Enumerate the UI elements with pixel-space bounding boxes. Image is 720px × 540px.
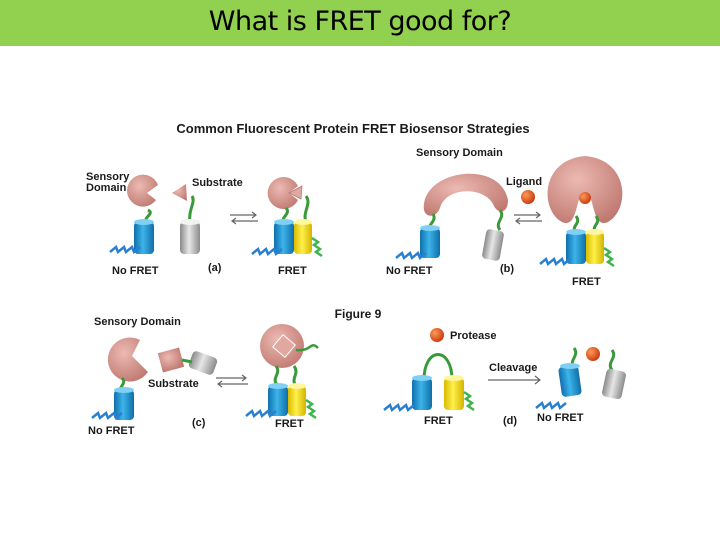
panel-d-right-state: No FRET [537,412,584,424]
panel-c-right-state: FRET [275,418,304,430]
panel-c-sensory-domain [107,337,148,382]
panel-b-sensory-label: Sensory Domain [416,147,503,159]
panel-d-protease-released [586,347,600,361]
panel-a-grey-protein [180,222,200,254]
panel-a-emission [311,236,323,258]
panel-d-left-state: FRET [424,415,453,427]
panel-b-yellow-protein [586,232,604,264]
panel-a-substrate-bound [288,185,303,200]
panel-d-cyan-protein-cleaved [558,365,582,397]
panel-b-cyan-protein-right [566,232,586,264]
panel-b-sensory-domain-closed [547,156,623,224]
panel-a-sensory-label-1: Sensory [86,171,130,183]
panel-a-sensory-domain [127,174,158,207]
panel-b-right-state: FRET [572,276,601,288]
panel-d-yellow-protein [444,378,464,410]
panel-a-right-state: FRET [278,265,307,277]
panel-c-sensory-label: Sensory Domain [94,316,181,328]
slide-title: What is FRET good for? [208,6,512,37]
panel-b-emission [603,246,615,268]
panel-d-letter: (d) [503,415,517,427]
panel-b-grey-protein [482,229,504,261]
panel-c-substrate-label: Substrate [148,378,199,390]
panel-a-excitation-left [109,244,141,255]
panel-c-yellow-protein [288,386,306,416]
panel-a-left-state: No FRET [112,265,159,277]
panel-b-cyan-protein-left [420,228,440,258]
panel-d-grey-protein [602,368,626,400]
panel-d: Protease FRET (d) Cleavage No FRET [383,328,626,427]
panel-c-substrate-bound [272,334,296,358]
panel-c-letter: (c) [192,417,206,429]
panel-d-protease [430,328,444,342]
panel-d-cleavage-label: Cleavage [489,362,537,374]
panel-b-ligand-label: Ligand [506,176,542,188]
panel-b: Sensory Domain Ligand No FRET (b) FRET [386,147,623,288]
panel-c-emission [305,398,317,420]
figure-heading: Common Fluorescent Protein FRET Biosenso… [176,121,529,136]
panel-a-substrate [172,184,187,201]
panel-b-ligand-bound [579,192,591,204]
panel-b-sensory-domain-open [423,173,508,216]
panel-a-yellow-protein [294,222,312,254]
panel-d-protease-label: Protease [450,330,496,342]
panel-a-sensory-domain-bound [267,177,298,209]
panel-c-substrate [157,347,185,373]
figure-caption: Figure 9 [335,307,382,321]
panel-a-sensory-label-2: Domain [86,182,127,194]
panel-a-linker-left-2 [188,195,195,223]
panel-b-left-state: No FRET [386,265,433,277]
title-bar [0,0,720,46]
panel-c-left-state: No FRET [88,425,135,437]
panel-c-grey-tag [188,351,218,375]
panel-a: Sensory Domain Substrate No FRET (a) [86,171,323,277]
panel-a-cyan-protein-right [274,222,294,254]
panel-b-letter: (b) [500,263,514,275]
panel-a-cyan-protein-left [134,222,154,254]
panel-c: Sensory Domain Substrate No FRET (c) FRE… [88,316,319,437]
panel-c-cyan-protein-right [268,386,288,416]
panel-a-letter: (a) [208,262,222,274]
panel-c-cyan-protein-left [114,390,134,420]
panel-b-ligand [521,190,535,204]
panel-d-cyan-protein-left [412,378,432,410]
panel-d-emission [463,390,475,412]
panel-a-substrate-label: Substrate [192,177,243,189]
